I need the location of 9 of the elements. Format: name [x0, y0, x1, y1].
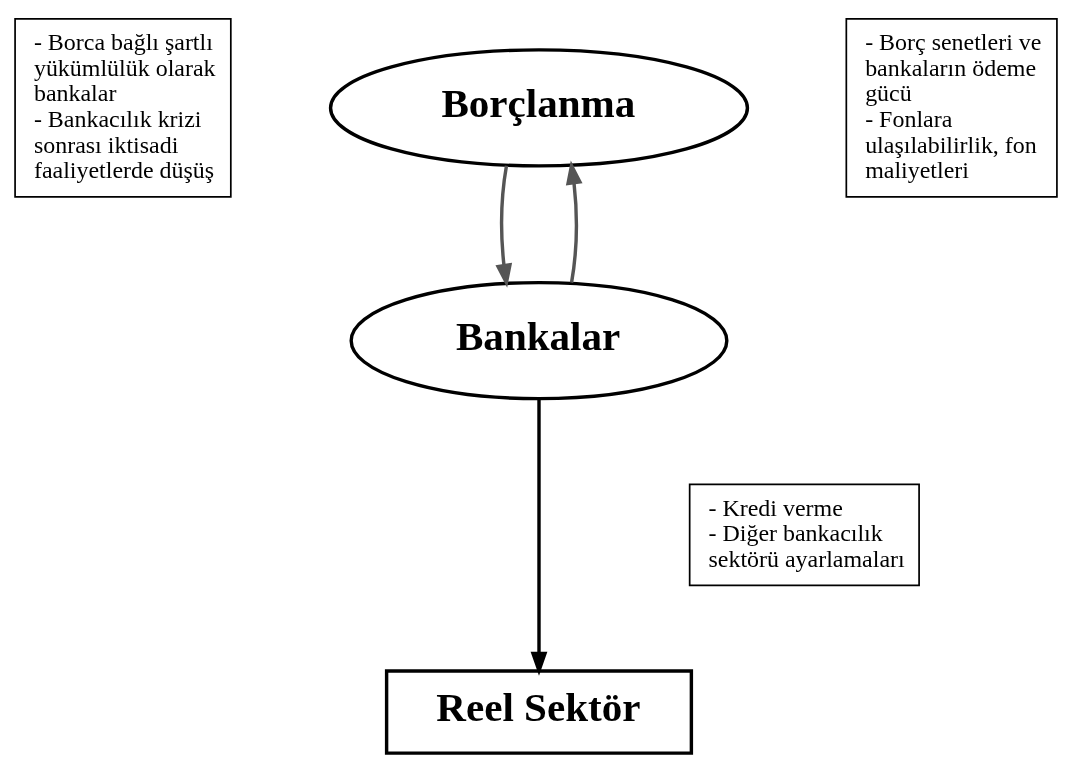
node-box: - Borca bağlı şartlı yükümlülük olarak bankalar - Bankacılık krizi sonrası iktisadi faaliyetlerde düşüş — [14, 17, 232, 198]
node-ellipse: Bankalar — [349, 280, 729, 400]
node-box: - Borç senetleri ve bankaların ödeme gücü - Fonlara ulaşılabilirlik, fon maliyetleri — [845, 17, 1058, 198]
node-box: - Kredi verme - Diğer bankacılık sektörü ayarlamaları — [688, 483, 920, 586]
arrow — [565, 160, 583, 283]
arrow — [495, 164, 513, 288]
arrow — [530, 398, 548, 676]
node-ellipse: Borçlanma — [328, 47, 750, 168]
node-box: Reel Sektör — [384, 668, 694, 755]
